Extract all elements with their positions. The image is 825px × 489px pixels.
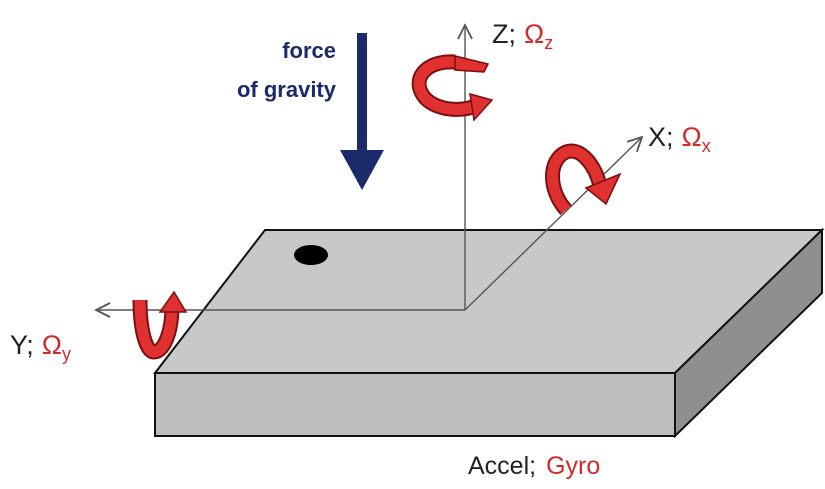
x-axis-name: X; <box>648 122 674 152</box>
z-rotation-arrow-icon <box>411 54 494 122</box>
x-axis-omega: Ω <box>682 122 702 152</box>
z-axis-label: Z; Ωz <box>492 19 553 53</box>
board-front-face <box>154 372 676 437</box>
axes <box>96 25 642 310</box>
caption-accel: Accel; <box>468 452 536 480</box>
z-axis-subscript: z <box>544 33 553 53</box>
z-axis-name: Z; <box>492 19 516 49</box>
x-rotation-arrow-icon <box>545 143 622 216</box>
gravity-arrow <box>340 33 384 190</box>
sensor-caption: Accel; Gyro <box>468 452 600 480</box>
gravity-label-line1: force <box>282 38 336 63</box>
gravity-arrow-head <box>340 150 384 190</box>
gravity-arrow-shaft <box>357 33 367 158</box>
caption-gyro: Gyro <box>546 452 600 480</box>
y-axis-subscript: y <box>62 344 71 364</box>
y-axis-name: Y; <box>10 330 34 360</box>
x-axis-line <box>464 137 642 311</box>
pin1-dot <box>294 245 328 265</box>
z-axis-omega: Ω <box>524 19 544 49</box>
board-side-face <box>674 227 823 439</box>
y-axis-omega: Ω <box>42 330 62 360</box>
x-axis-label: X; Ωx <box>648 122 711 156</box>
gravity-label-line2: of gravity <box>237 77 337 102</box>
y-axis-label: Y; Ωy <box>10 330 71 364</box>
x-axis-subscript: x <box>702 136 711 156</box>
y-rotation-arrow-icon <box>132 290 188 360</box>
sensor-board <box>152 227 825 439</box>
